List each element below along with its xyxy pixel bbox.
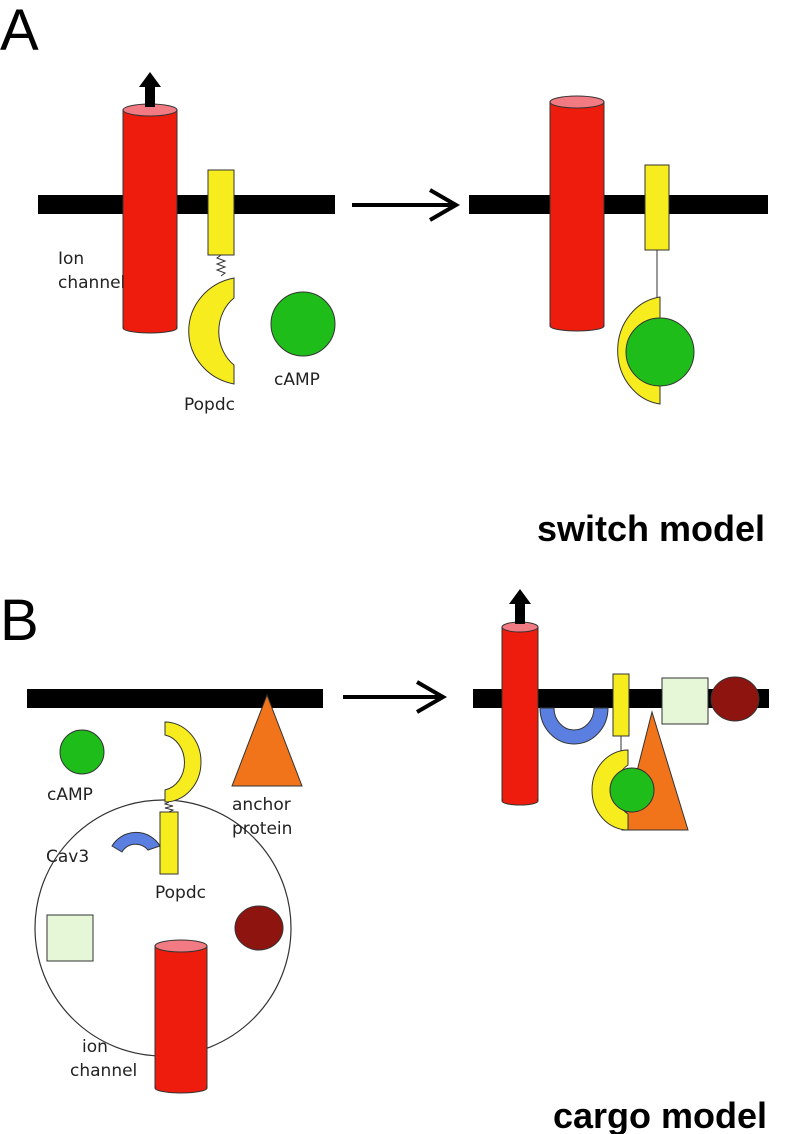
ion-channel-a-left xyxy=(122,103,178,334)
label-ion-channel-a-line2: channel xyxy=(58,273,125,293)
dark-red-protein-b-right xyxy=(710,676,760,722)
label-camp-a: cAMP xyxy=(274,370,320,390)
ion-channel-b-right xyxy=(501,621,539,806)
ion-channel-a-right xyxy=(549,95,605,332)
label-ion-channel-b-line1: ion xyxy=(82,1037,108,1057)
cav3-b-left xyxy=(111,831,161,853)
label-ion-channel-a-line1: Ion xyxy=(58,249,84,269)
panel-a: A Ion channel Popdc cAMP xyxy=(0,0,768,549)
transition-arrowhead-a xyxy=(429,188,461,222)
label-anchor-line2: protein xyxy=(232,819,292,839)
popdc-transmembrane-a-left xyxy=(207,169,235,256)
label-popdc-a: Popdc xyxy=(184,395,235,415)
camp-b-left xyxy=(59,729,105,775)
popdc-binding-domain-b-left xyxy=(164,721,202,803)
square-protein-b-left xyxy=(46,914,94,962)
label-popdc-b: Popdc xyxy=(155,883,206,903)
camp-b-right xyxy=(609,767,655,813)
label-anchor-line1: anchor xyxy=(232,795,291,815)
anchor-protein-b-left xyxy=(231,693,303,787)
label-ion-channel-b-line2: channel xyxy=(70,1061,137,1081)
label-camp-b: cAMP xyxy=(47,785,93,805)
panel-a-letter: A xyxy=(0,0,39,63)
up-arrow-icon xyxy=(139,72,161,107)
linker-spring-a-left xyxy=(215,254,227,277)
panel-b: B anchor protein cAMP Cav3 Popdc i xyxy=(0,588,769,1134)
panel-b-letter: B xyxy=(0,588,39,653)
popdc-binding-domain-a-left xyxy=(188,277,235,385)
camp-a-right xyxy=(625,317,695,387)
up-arrow-icon-b xyxy=(509,589,531,624)
model-title-b: cargo model xyxy=(553,1095,767,1134)
membrane-a-right xyxy=(469,195,768,214)
camp-a-left xyxy=(270,291,336,357)
membrane-b-left xyxy=(27,689,323,708)
dark-red-protein-b-left xyxy=(234,905,284,951)
popdc-transmembrane-b-left xyxy=(159,811,179,875)
ion-channel-b-left xyxy=(154,939,208,1094)
popdc-transmembrane-a-right xyxy=(644,164,670,251)
label-cav3: Cav3 xyxy=(46,847,89,867)
linker-spring-b-left xyxy=(163,801,175,813)
model-title-a: switch model xyxy=(537,508,765,549)
square-protein-b-right xyxy=(661,677,709,725)
popdc-transmembrane-b-right xyxy=(612,673,630,737)
transition-arrowhead-b xyxy=(416,680,448,714)
cav3-b-right xyxy=(539,707,609,745)
membrane-a-left xyxy=(38,195,335,214)
